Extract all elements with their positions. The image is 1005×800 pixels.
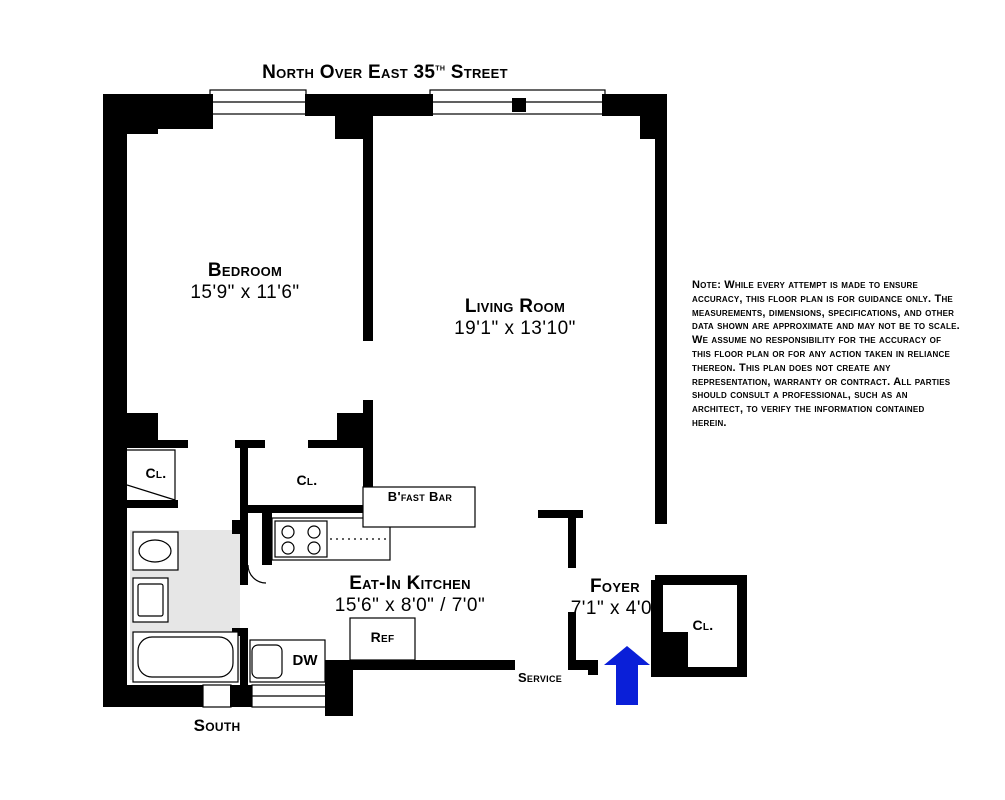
wall-foyer-cl-top [655,575,747,585]
room-name: Living Room [464,296,566,317]
kitchen-fixtures [249,486,476,683]
disclaimer-note: Note: While every attempt is made to ens… [692,279,960,429]
wall-bedroom-bottom-b [235,440,265,448]
wall-bath-top [103,500,178,508]
room-dims: 7'1" x 4'0" [570,597,660,619]
wall-kitchen-left [262,510,272,565]
wall-bath-lower [240,628,248,688]
room-name: Foyer [590,576,640,597]
room-dims: 15'6" x 8'0" / 7'0" [334,594,486,616]
room-kitchen: Eat-In Kitchen 15'6" x 8'0" / 7'0" [325,573,495,617]
walls [103,94,747,716]
closet-bath-outline [126,449,176,501]
room-foyer: Foyer 7'1" x 4'0" [565,576,665,620]
dishwasher-label: DW [292,652,318,669]
room-dims: 15'9" x 11'6" [190,281,300,303]
service-entrance-label: Service [517,670,563,685]
room-name: Eat-In Kitchen [349,573,471,594]
room-living: Living Room 19'1" x 13'10" [430,296,600,340]
wall-foyer-e [588,660,598,675]
orientation-south-label: South [193,716,241,735]
windows [202,89,606,708]
window-mullion [512,98,526,112]
wall-bottom-mid [230,685,252,707]
column-top-mid [335,94,373,139]
entry-arrow [604,646,650,705]
room-dims: 19'1" x 13'10" [454,317,576,339]
column-bedroom [337,413,373,448]
closet-hall-label: Cl. [296,472,318,488]
wall-hall-a [240,440,248,585]
refrigerator [349,617,416,661]
wall-bedroom-living-lower [363,400,373,510]
closet-bath-label: Cl. [145,465,167,481]
closet-foyer-label: Cl. [692,617,714,633]
wall-kitchen-bottom [325,660,515,670]
wall-bath-right [232,520,248,534]
wall-foyer-g [658,632,688,667]
window-bath [202,684,232,708]
refrigerator-label: Ref [370,629,395,645]
wall-left [103,94,127,706]
wall-foyer-cl-right [737,575,747,677]
bath-fixtures [115,459,267,683]
wall-bottom-left [103,685,203,707]
bfast-bar-label: B'fast Bar [387,489,453,504]
wall-closet-bottom [248,505,363,513]
wall-bedroom-bottom-a [103,440,188,448]
wall-foyer-a [538,510,583,518]
wall-bedroom-living [363,137,373,341]
wall-right [655,94,667,524]
room-bedroom: Bedroom 15'9" x 11'6" [170,260,320,304]
wall-foyer-cl-bottom [651,667,747,677]
room-name: Bedroom [207,260,283,281]
bfast-bar-outline [362,486,476,528]
wall-foyer-b [568,510,576,568]
orientation-north-label: North Over East 35th Street [262,62,508,83]
wall-foyer-c [568,612,576,670]
wall-foyer-d [568,660,598,670]
